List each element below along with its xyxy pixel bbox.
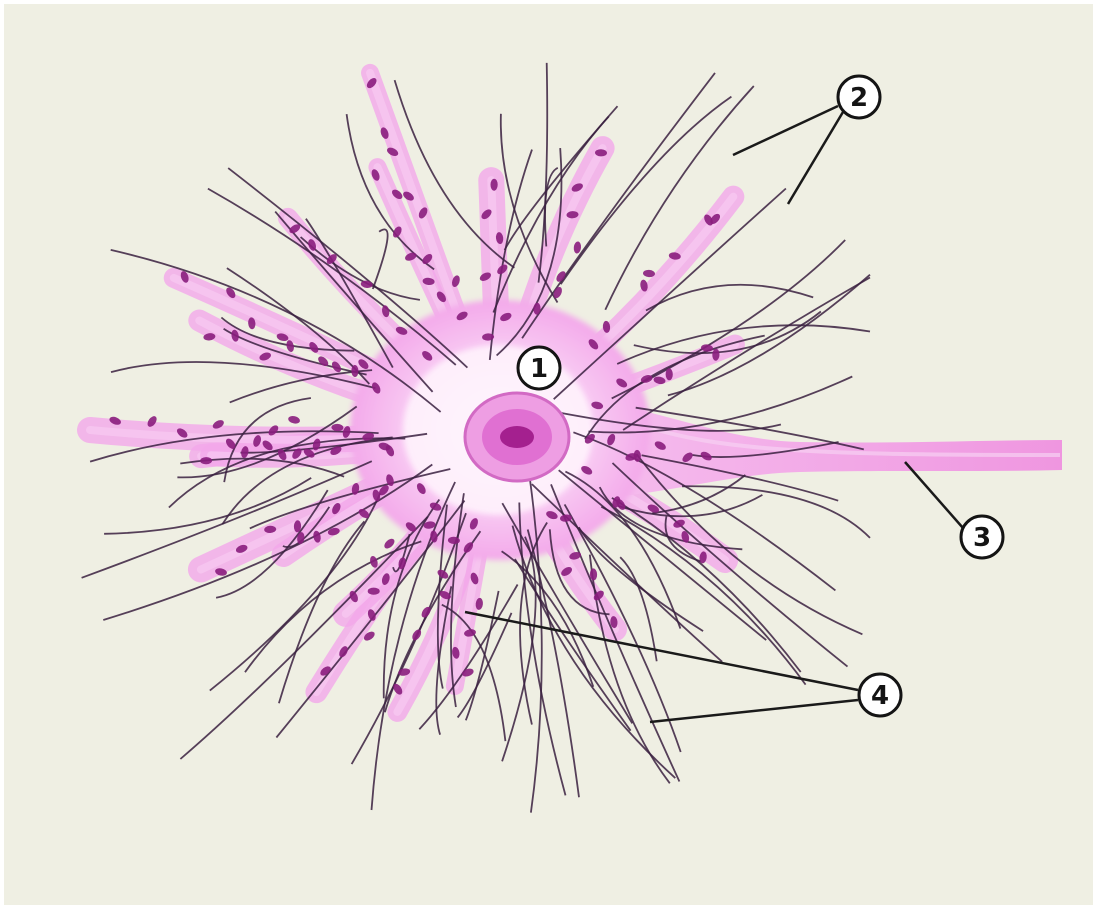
callout-2: 2 bbox=[838, 76, 880, 118]
nucleus bbox=[465, 393, 569, 481]
nucleolus bbox=[500, 426, 534, 448]
callout-3: 3 bbox=[961, 516, 1003, 558]
callout-1-number: 1 bbox=[530, 354, 548, 384]
callout-4-number: 4 bbox=[871, 681, 889, 711]
callout-4: 4 bbox=[859, 674, 901, 716]
callout-1: 1 bbox=[518, 347, 560, 389]
synaptic-bouton bbox=[368, 588, 380, 595]
callout-3-number: 3 bbox=[973, 523, 991, 553]
callout-2-number: 2 bbox=[850, 83, 868, 113]
